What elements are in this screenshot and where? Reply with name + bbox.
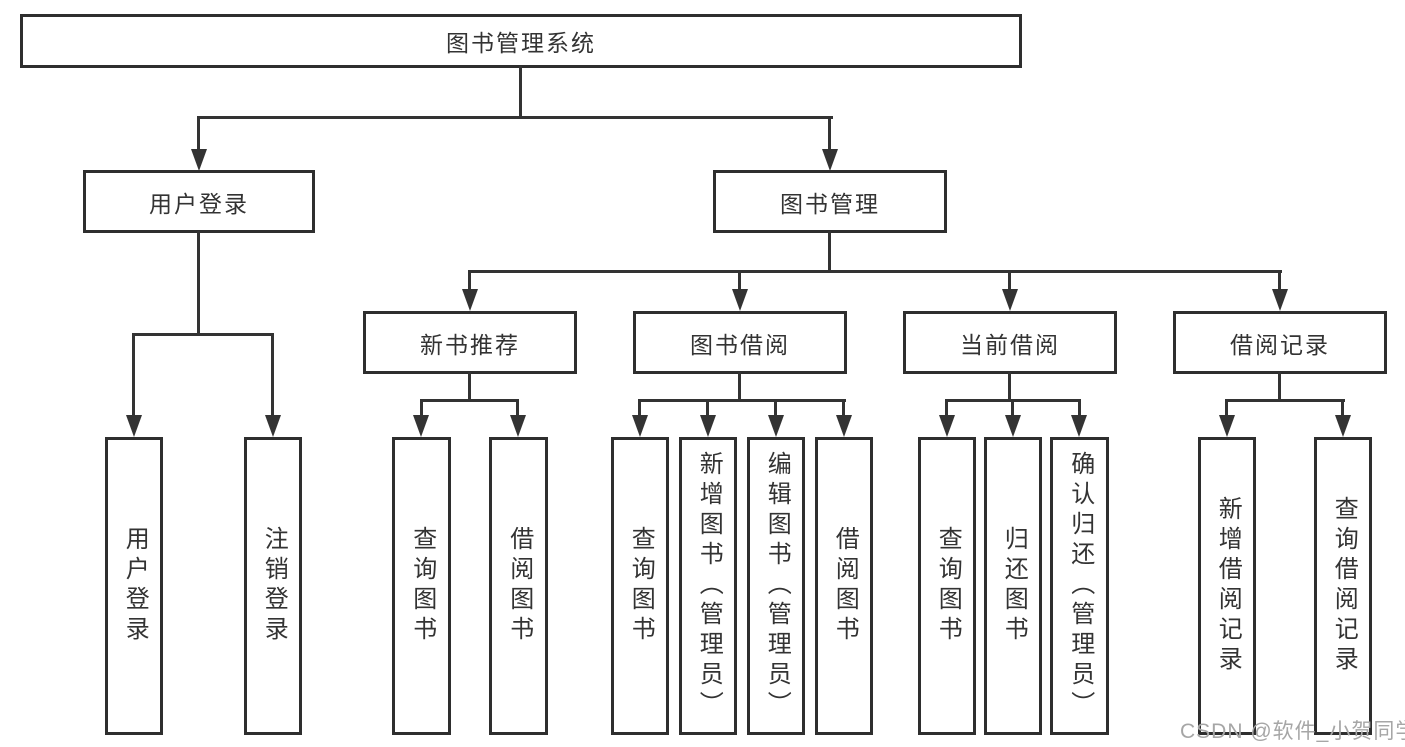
arrowhead: [265, 415, 281, 437]
connector-line: [516, 399, 519, 417]
arrowhead: [1002, 289, 1018, 311]
node-borrowing-records: 借阅记录: [1173, 311, 1387, 374]
connector-line: [519, 66, 522, 119]
leaf-borrow-books-1-label: 借阅图书: [505, 526, 533, 646]
connector-line: [420, 399, 519, 402]
connector-line: [842, 399, 845, 417]
connector-line: [197, 116, 833, 119]
connector-line: [271, 333, 274, 418]
arrowhead: [1335, 415, 1351, 437]
leaf-borrow-books-2: 借阅图书: [815, 437, 873, 735]
node-new-book-recommend: 新书推荐: [363, 311, 577, 374]
leaf-query-books-2-label: 查询图书: [627, 526, 655, 646]
leaf-add-borrow-record-label: 新增借阅记录: [1214, 496, 1242, 676]
arrowhead: [939, 415, 955, 437]
leaf-query-books-1-label: 查询图书: [408, 526, 436, 646]
connector-line: [1225, 399, 1228, 417]
connector-line: [197, 116, 200, 154]
leaf-user-login-label: 用户登录: [121, 526, 149, 646]
leaf-return-books: 归还图书: [984, 437, 1042, 735]
leaf-add-books-admin: 新增图书（管理员）: [679, 437, 737, 735]
leaf-query-books-3: 查询图书: [918, 437, 976, 735]
connector-line: [197, 231, 200, 336]
connector-line: [1011, 399, 1014, 417]
connector-line: [468, 270, 471, 292]
arrowhead: [836, 415, 852, 437]
connector-line: [1278, 372, 1281, 402]
connector-line: [638, 399, 641, 417]
arrowhead: [768, 415, 784, 437]
node-borrowing-records-label: 借阅记录: [1230, 331, 1330, 358]
node-user-login: 用户登录: [83, 170, 315, 233]
leaf-logout: 注销登录: [244, 437, 302, 735]
leaf-confirm-return-admin: 确认归还（管理员）: [1050, 437, 1109, 735]
connector-line: [828, 116, 831, 154]
connector-line: [132, 333, 274, 336]
connector-line: [420, 399, 423, 417]
connector-line: [828, 231, 831, 272]
arrowhead: [1272, 289, 1288, 311]
arrowhead: [510, 415, 526, 437]
node-book-borrowing-label: 图书借阅: [690, 331, 790, 358]
leaf-borrow-books-2-label: 借阅图书: [831, 526, 859, 646]
leaf-borrow-books-1: 借阅图书: [489, 437, 548, 735]
arrowhead: [1005, 415, 1021, 437]
arrowhead: [1071, 415, 1087, 437]
arrowhead: [126, 415, 142, 437]
connector-line: [774, 399, 777, 417]
connector-line: [132, 333, 135, 418]
connector-line: [945, 399, 948, 417]
node-book-management-label: 图书管理: [780, 190, 880, 217]
node-user-login-label: 用户登录: [149, 190, 249, 217]
node-root: 图书管理系统: [20, 14, 1022, 68]
leaf-query-books-3-label: 查询图书: [934, 526, 962, 646]
node-current-borrowing-label: 当前借阅: [960, 331, 1060, 358]
leaf-user-login: 用户登录: [105, 437, 163, 735]
node-current-borrowing: 当前借阅: [903, 311, 1117, 374]
connector-line: [738, 372, 741, 402]
arrowhead: [413, 415, 429, 437]
connector-line: [1341, 399, 1344, 417]
arrowhead: [700, 415, 716, 437]
leaf-return-books-label: 归还图书: [1000, 526, 1028, 646]
arrowhead: [632, 415, 648, 437]
node-new-book-recommend-label: 新书推荐: [420, 331, 520, 358]
arrowhead: [822, 149, 838, 171]
leaf-query-books-1: 查询图书: [392, 437, 451, 735]
connector-line: [1008, 270, 1011, 292]
node-book-management: 图书管理: [713, 170, 947, 233]
connector-line: [638, 399, 846, 402]
connector-line: [738, 270, 741, 292]
connector-line: [1225, 399, 1345, 402]
node-root-label: 图书管理系统: [446, 30, 596, 56]
arrowhead: [732, 289, 748, 311]
connector-line: [1008, 372, 1011, 402]
leaf-edit-books-admin: 编辑图书（管理员）: [747, 437, 805, 735]
leaf-query-borrow-record: 查询借阅记录: [1314, 437, 1372, 735]
leaf-add-borrow-record: 新增借阅记录: [1198, 437, 1256, 735]
arrowhead: [462, 289, 478, 311]
arrowhead: [191, 149, 207, 171]
connector-line: [1278, 270, 1281, 292]
leaf-confirm-return-admin-label: 确认归还（管理员）: [1066, 451, 1094, 721]
arrowhead: [1219, 415, 1235, 437]
leaf-add-books-admin-label: 新增图书（管理员）: [695, 451, 723, 721]
leaf-logout-label: 注销登录: [260, 526, 288, 646]
leaf-query-borrow-record-label: 查询借阅记录: [1330, 496, 1358, 676]
connector-line: [468, 372, 471, 402]
leaf-query-books-2: 查询图书: [611, 437, 669, 735]
leaf-edit-books-admin-label: 编辑图书（管理员）: [763, 451, 791, 721]
csdn-watermark: CSDN @软件_小贺同学: [1180, 720, 1405, 743]
connector-line: [468, 270, 1282, 273]
connector-line: [1078, 399, 1081, 417]
node-book-borrowing: 图书借阅: [633, 311, 847, 374]
connector-line: [706, 399, 709, 417]
